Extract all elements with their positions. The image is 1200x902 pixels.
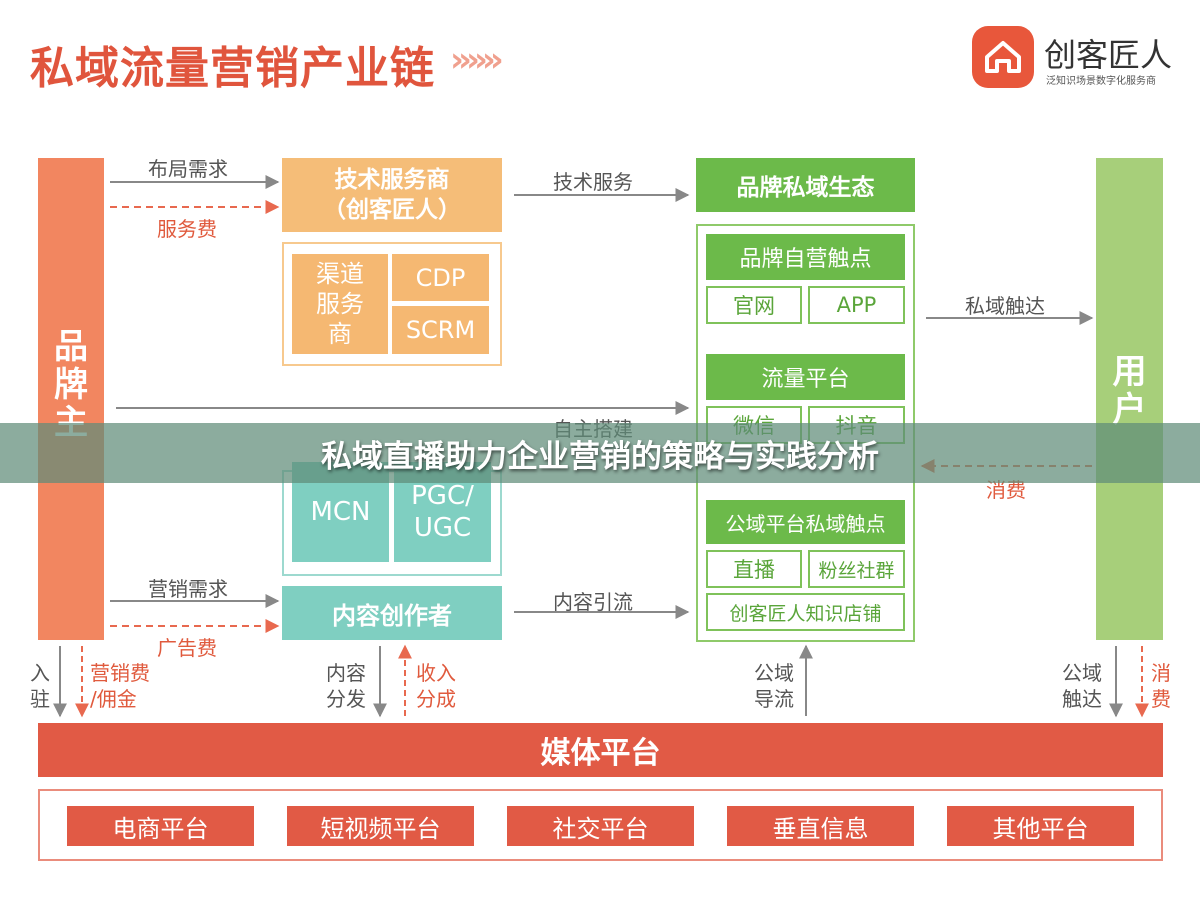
layout-demand-label: 布局需求 (148, 157, 228, 181)
revenue-share-label: 收入分成 (416, 661, 456, 711)
app-box: APP (808, 286, 905, 324)
platforms-group (38, 789, 1163, 861)
ecosystem-title-node: 品牌私域生态 (696, 158, 915, 212)
livestream-box: 直播 (706, 550, 802, 588)
tech-service-label: 技术服务 (553, 170, 633, 194)
tech-provider-name: 技术服务商 (334, 167, 450, 193)
public-reach-label: 公域触达 (1062, 661, 1102, 711)
pgc-label: PGC/ (411, 481, 474, 511)
channel-provider-box: 渠道服务商 (292, 254, 388, 354)
service-fee-label: 服务费 (157, 217, 217, 241)
marketing-fee-label: 营销费/佣金 (90, 661, 150, 711)
diagram-title: 私域流量营销产业链 (30, 43, 435, 94)
tech-provider-sub: （创客匠人） (323, 197, 461, 223)
content-distribution-label: 内容分发 (326, 661, 366, 711)
consume-bottom-label: 消费 (1151, 661, 1171, 711)
traffic-platform-header: 流量平台 (706, 354, 905, 400)
tech-parts-group (282, 242, 502, 366)
ecommerce-platform-box: 电商平台 (67, 806, 254, 846)
other-platform-box: 其他平台 (947, 806, 1134, 846)
marketing-demand-label: 营销需求 (148, 577, 228, 601)
media-platform-node: 媒体平台 (38, 723, 1163, 777)
ad-fee-label: 广告费 (157, 636, 217, 660)
user-label: 用户 (1112, 352, 1147, 430)
cdp-box: CDP (392, 254, 489, 301)
website-box: 官网 (706, 286, 802, 324)
tech-provider-node: 技术服务商 （创客匠人） (282, 158, 502, 232)
scrm-box: SCRM (392, 306, 489, 354)
public-drainage-label: 公域导流 (754, 661, 794, 711)
overlay-banner-text: 私域直播助力企业营销的策略与实践分析 (321, 438, 879, 475)
knowledge-store-box: 创客匠人知识店铺 (706, 593, 905, 631)
short-video-platform-box: 短视频平台 (287, 806, 474, 846)
social-platform-box: 社交平台 (507, 806, 694, 846)
overlay-banner (0, 423, 1200, 483)
ugc-label: UGC (413, 513, 472, 543)
entry-label: 入驻 (30, 661, 50, 711)
title-arrows: »»» (450, 40, 504, 80)
fan-community-box: 粉丝社群 (808, 550, 905, 588)
logo-tagline: 泛知识场景数字化服务商 (1046, 76, 1156, 87)
house-logo-icon (972, 26, 1034, 88)
content-drainage-label: 内容引流 (553, 590, 633, 614)
user-node: 用户 (1096, 158, 1163, 640)
vertical-info-box: 垂直信息 (727, 806, 914, 846)
owned-touchpoints-header: 品牌自营触点 (706, 234, 905, 280)
public-touchpoints-header: 公域平台私域触点 (706, 500, 905, 544)
logo-name: 创客匠人 (1044, 36, 1173, 74)
content-creator-node: 内容创作者 (282, 586, 502, 640)
private-reach-label: 私域触达 (965, 294, 1045, 318)
